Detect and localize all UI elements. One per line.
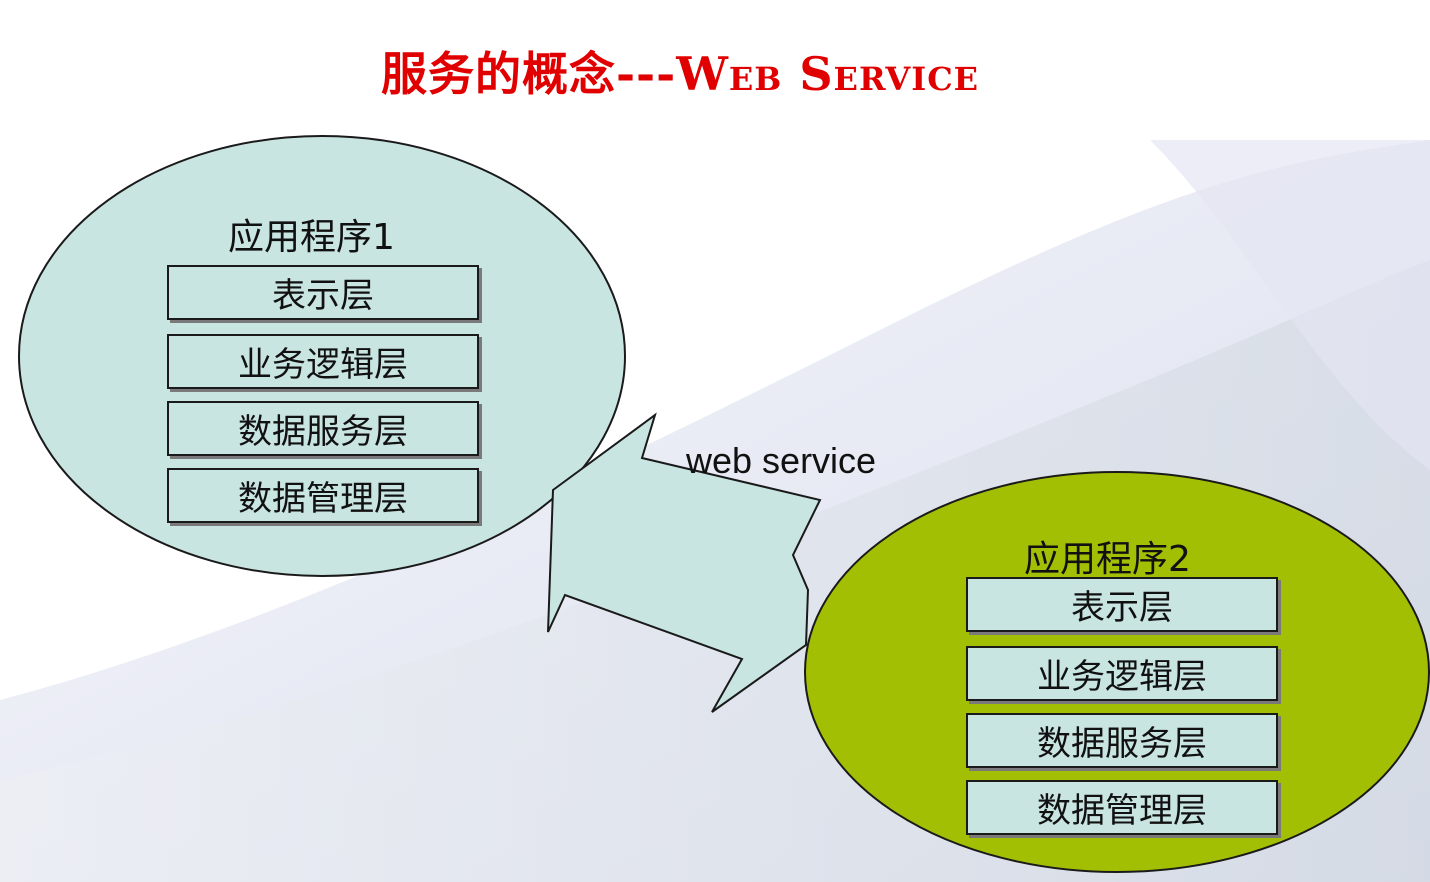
app1-layer-data-management: 数据管理层 <box>167 468 479 523</box>
bidirectional-arrow <box>547 412 822 713</box>
app2-layer-data-service: 数据服务层 <box>966 713 1278 768</box>
app2-layer-data-management: 数据管理层 <box>966 780 1278 835</box>
title-chinese: 服务的概念--- <box>380 47 677 101</box>
app1-layer-presentation: 表示层 <box>167 265 479 320</box>
app2-layer-presentation: 表示层 <box>966 577 1278 632</box>
app2-title: 应用程序2 <box>1024 539 1191 580</box>
app1-title: 应用程序1 <box>228 217 395 258</box>
app2-layer-business-logic: 业务逻辑层 <box>966 646 1278 701</box>
slide-title: 服务的概念---Web Service <box>0 38 1360 104</box>
web-service-label: web service <box>686 440 877 481</box>
app1-layer-business-logic: 业务逻辑层 <box>167 334 479 389</box>
app1-layer-data-service: 数据服务层 <box>167 401 479 456</box>
title-english: Web Service <box>676 47 980 101</box>
